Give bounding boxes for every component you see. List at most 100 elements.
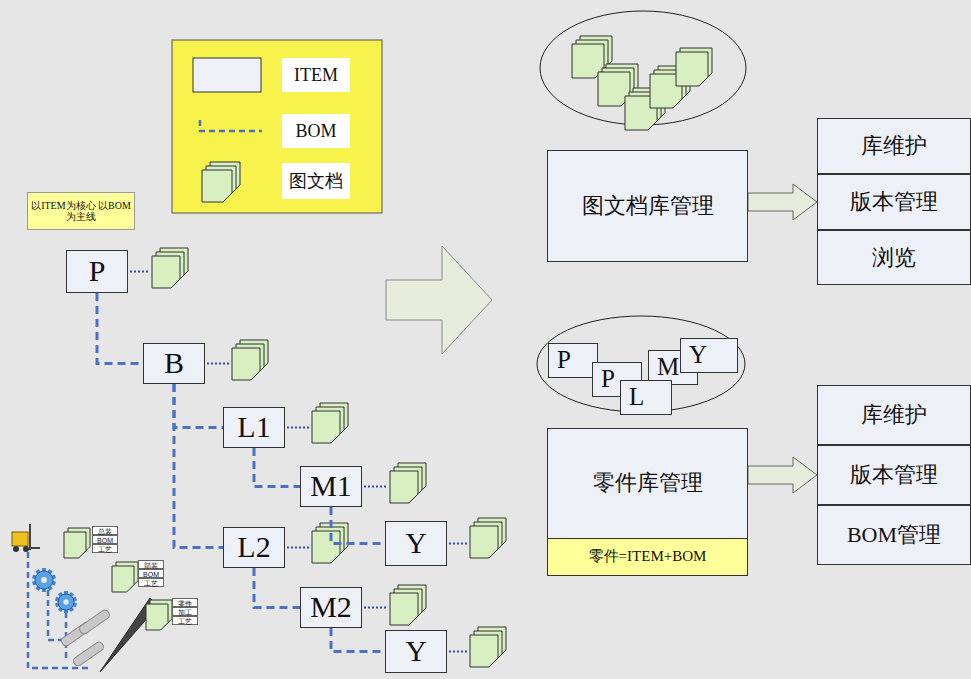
document-page xyxy=(64,532,86,558)
document-page xyxy=(390,471,418,503)
library-box: 零件库管理零件=ITEM+BOM xyxy=(547,428,748,576)
node-text: M1 xyxy=(310,469,352,504)
pipe-part xyxy=(72,640,105,667)
node-text: Y xyxy=(405,634,427,669)
document-page xyxy=(146,604,168,630)
legend-text: 图文档 xyxy=(282,163,350,199)
document-icon xyxy=(676,48,712,86)
document-tag: 加工 xyxy=(172,607,198,616)
document-tag: 零件 xyxy=(172,598,198,607)
document-tag: 工艺 xyxy=(92,544,118,553)
function-box: 浏览 xyxy=(817,230,971,285)
document-link xyxy=(364,486,388,488)
function-box: BOM管理 xyxy=(817,505,971,565)
bom-link xyxy=(174,384,223,428)
document-tag: BOM xyxy=(138,569,164,578)
node-text: 浏览 xyxy=(872,245,916,270)
library-box: 图文档库管理 xyxy=(547,150,748,262)
item-sample xyxy=(193,58,261,92)
document-tag: BOM xyxy=(92,535,118,544)
node-text: M xyxy=(657,353,679,382)
function-box: 库维护 xyxy=(817,118,971,174)
document-page xyxy=(232,348,260,380)
document-link xyxy=(130,271,150,273)
bom-link xyxy=(331,628,385,652)
legend-box xyxy=(172,40,382,213)
document-page xyxy=(390,593,418,625)
item-box: Y xyxy=(385,521,447,566)
function-box: 库维护 xyxy=(817,385,971,445)
document-link xyxy=(449,543,468,545)
gear xyxy=(55,591,77,613)
part-card: L xyxy=(620,380,672,415)
item-box: M2 xyxy=(300,587,362,628)
document-tag: 工艺 xyxy=(172,616,198,625)
item-box: Y xyxy=(385,630,447,673)
transform-arrow xyxy=(386,246,492,354)
node-text: L xyxy=(629,383,644,412)
forklift-wheel xyxy=(13,546,19,552)
document-page xyxy=(676,52,708,86)
node-text: M2 xyxy=(310,590,352,625)
document-icon xyxy=(232,340,268,380)
formula-band: 零件=ITEM+BOM xyxy=(547,538,748,576)
node-text: Y xyxy=(405,526,427,561)
node-text: 库维护 xyxy=(861,402,927,427)
item-box: L1 xyxy=(223,407,285,448)
document-icon xyxy=(312,523,348,563)
node-text: 以ITEM为核心 以BOM为主线 xyxy=(28,200,134,223)
bom-sample xyxy=(200,120,262,131)
manufacturing-illustration xyxy=(12,524,172,672)
document-tag: 部装 xyxy=(138,560,164,569)
bom-link xyxy=(254,568,300,608)
node-text: L2 xyxy=(237,530,270,565)
forklift-mast xyxy=(30,524,40,550)
document-icon xyxy=(312,403,348,443)
node-text: 图文档库管理 xyxy=(582,193,714,218)
node-text: 零件=ITEM+BOM xyxy=(589,548,707,565)
document-link xyxy=(287,547,310,549)
block-arrow xyxy=(748,457,817,493)
bom-link xyxy=(254,448,300,487)
item-box: M1 xyxy=(300,466,362,507)
document-tag: 工艺 xyxy=(138,578,164,587)
node-text: P xyxy=(601,365,615,394)
bom-link xyxy=(331,507,385,544)
node-text: 零件库管理 xyxy=(593,470,703,495)
part-card: P xyxy=(548,343,598,378)
block-arrow xyxy=(748,184,817,220)
part-pool-ellipse xyxy=(537,316,745,412)
item-box: L2 xyxy=(223,527,285,568)
document-icon xyxy=(112,562,138,592)
document-link xyxy=(449,651,468,653)
document-page xyxy=(470,635,498,667)
document-icon xyxy=(146,600,172,630)
node-text: L1 xyxy=(237,410,270,445)
node-text: P xyxy=(89,254,106,289)
document-tag: 总装 xyxy=(92,526,118,535)
node-text: BOM管理 xyxy=(847,522,941,547)
document-icon xyxy=(64,528,90,558)
legend-text: BOM xyxy=(282,114,350,148)
forklift-body xyxy=(12,532,28,546)
node-text: P xyxy=(557,346,571,375)
part-card: Y xyxy=(680,338,738,373)
document-icon xyxy=(202,162,240,202)
document-page xyxy=(312,531,340,563)
forklift-wheel xyxy=(23,546,29,552)
pipe-part xyxy=(78,608,111,635)
bom-link xyxy=(97,293,143,364)
document-icon xyxy=(390,585,426,625)
document-link xyxy=(207,363,230,365)
document-page xyxy=(312,411,340,443)
node-text: 库维护 xyxy=(861,133,927,158)
document-link xyxy=(364,607,388,609)
function-box: 版本管理 xyxy=(817,174,971,230)
item-box: B xyxy=(143,343,205,384)
document-icon xyxy=(470,518,506,558)
document-page xyxy=(152,256,180,288)
document-page xyxy=(112,566,134,592)
gear xyxy=(32,568,56,592)
document-icon xyxy=(470,627,506,667)
document-icon xyxy=(390,463,426,503)
